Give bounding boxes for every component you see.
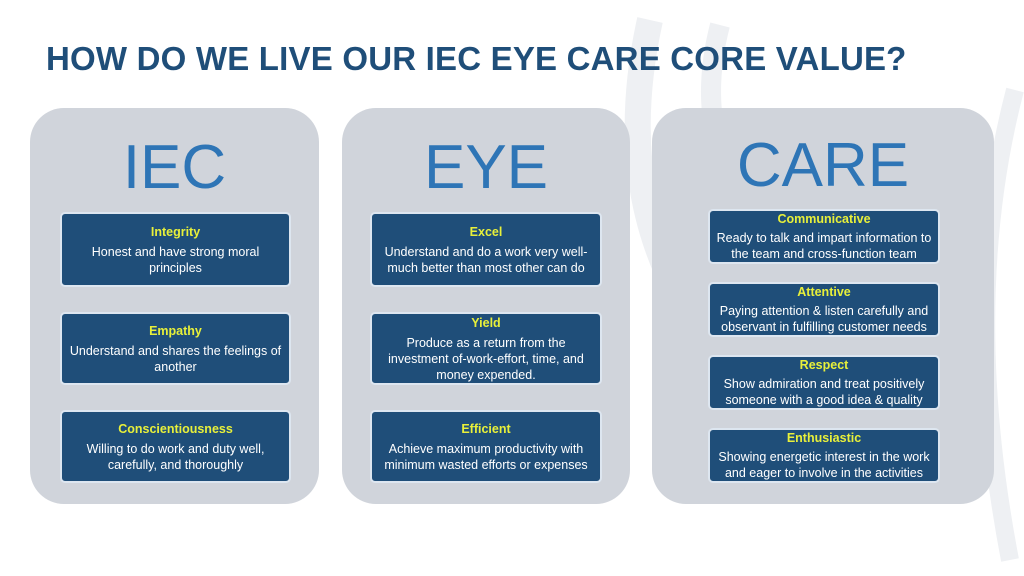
value-name: Yield <box>471 315 501 330</box>
value-description: Showing energetic interest in the work a… <box>718 450 930 480</box>
panel-heading: IEC <box>122 133 227 202</box>
value-description: Understand and shares the feelings of an… <box>69 343 282 374</box>
value-name: Respect <box>799 358 849 372</box>
panel-heading: EYE <box>423 133 549 202</box>
value-name: Attentive <box>797 285 851 299</box>
value-description: Achieve maximum productivity with minimu… <box>384 441 588 472</box>
value-description: Show admiration and treat positively som… <box>723 377 925 407</box>
value-name: Efficient <box>461 421 511 436</box>
value-name: Communicative <box>777 212 871 226</box>
value-name: Empathy <box>149 323 202 338</box>
value-name: Integrity <box>150 224 201 239</box>
value-description: Produce as a return from the investment … <box>388 335 584 382</box>
value-description: Paying attention & listen carefully and … <box>719 304 929 334</box>
panel-heading: CARE <box>736 131 910 200</box>
value-description: Willing to do work and duty well, carefu… <box>86 441 265 472</box>
value-name: Enthusiastic <box>786 431 862 445</box>
value-description: Understand and do a work very well-much … <box>384 244 588 275</box>
value-name: Excel <box>469 224 503 239</box>
value-name: Conscientiousness <box>118 421 233 436</box>
value-description: Honest and have strong moral principles <box>91 244 260 275</box>
page-title: HOW DO WE LIVE OUR IEC EYE CARE CORE VAL… <box>46 40 907 77</box>
value-description: Ready to talk and impart information to … <box>716 231 932 261</box>
